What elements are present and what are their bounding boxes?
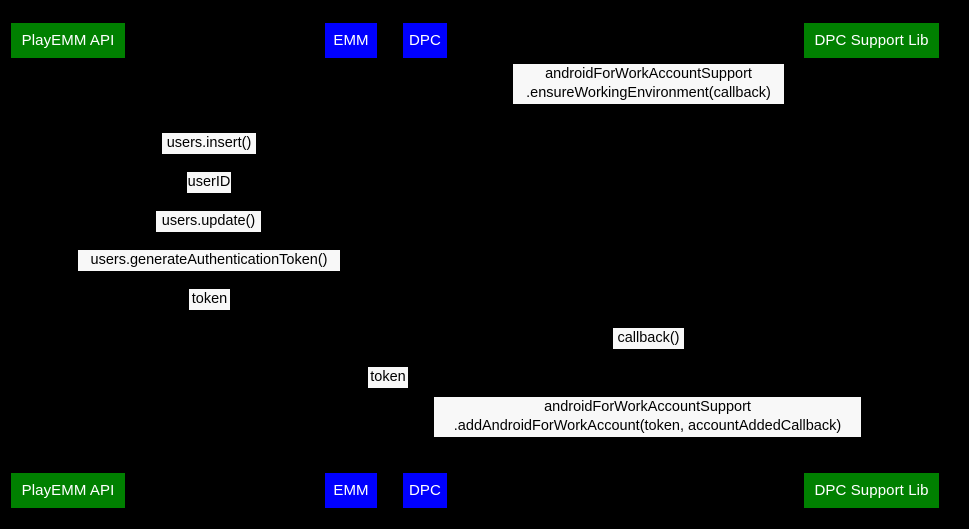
participant-footer-dpc-support-lib[interactable]: DPC Support Lib — [804, 473, 939, 508]
message-label-userid[interactable]: userID — [187, 172, 231, 193]
lifeline-dpcsupportlib — [871, 57, 872, 472]
lifeline-playemm — [67, 57, 68, 472]
message-line-1: users.insert() — [166, 135, 252, 151]
participant-label: PlayEMM API — [21, 482, 115, 499]
participant-footer-playemm-api[interactable]: PlayEMM API — [11, 473, 125, 508]
message-label-callback[interactable]: callback() — [613, 328, 684, 349]
message-label-users-insert[interactable]: users.insert() — [162, 133, 256, 154]
message-line-1: users.generateAuthenticationToken() — [90, 252, 328, 268]
participant-label: DPC — [409, 482, 441, 499]
message-label-token-second[interactable]: token — [368, 367, 408, 388]
participant-label: PlayEMM API — [21, 32, 115, 49]
participant-label: DPC Support Lib — [814, 32, 929, 49]
participant-label: DPC Support Lib — [814, 482, 929, 499]
participant-header-dpc-support-lib[interactable]: DPC Support Lib — [804, 23, 939, 58]
message-line-1: androidForWorkAccountSupport — [545, 66, 752, 82]
message-label-token-first[interactable]: token — [189, 289, 230, 310]
participant-header-dpc[interactable]: DPC — [403, 23, 447, 58]
participant-label: EMM — [333, 32, 369, 49]
lifeline-dpc — [424, 57, 425, 472]
participant-label: EMM — [333, 482, 369, 499]
participant-footer-emm[interactable]: EMM — [325, 473, 377, 508]
message-line-1: callback() — [617, 330, 680, 346]
message-line-2: .addAndroidForWorkAccount(token, account… — [453, 418, 842, 434]
message-line-2: .ensureWorkingEnvironment(callback) — [526, 85, 771, 101]
participant-label: DPC — [409, 32, 441, 49]
message-line-1: token — [370, 369, 406, 385]
lifeline-emm — [350, 57, 351, 472]
message-label-ensure-working-environment[interactable]: androidForWorkAccountSupport .ensureWork… — [513, 64, 784, 104]
message-line-1: users.update() — [161, 213, 256, 229]
message-label-add-android-for-work-account[interactable]: androidForWorkAccountSupport .addAndroid… — [434, 397, 861, 437]
participant-header-emm[interactable]: EMM — [325, 23, 377, 58]
participant-footer-dpc[interactable]: DPC — [403, 473, 447, 508]
message-label-users-generate-authentication-token[interactable]: users.generateAuthenticationToken() — [78, 250, 340, 271]
message-line-1: androidForWorkAccountSupport — [544, 399, 751, 415]
message-line-1: userID — [187, 174, 231, 190]
message-line-1: token — [191, 291, 228, 307]
participant-header-playemm-api[interactable]: PlayEMM API — [11, 23, 125, 58]
message-label-users-update[interactable]: users.update() — [156, 211, 261, 232]
